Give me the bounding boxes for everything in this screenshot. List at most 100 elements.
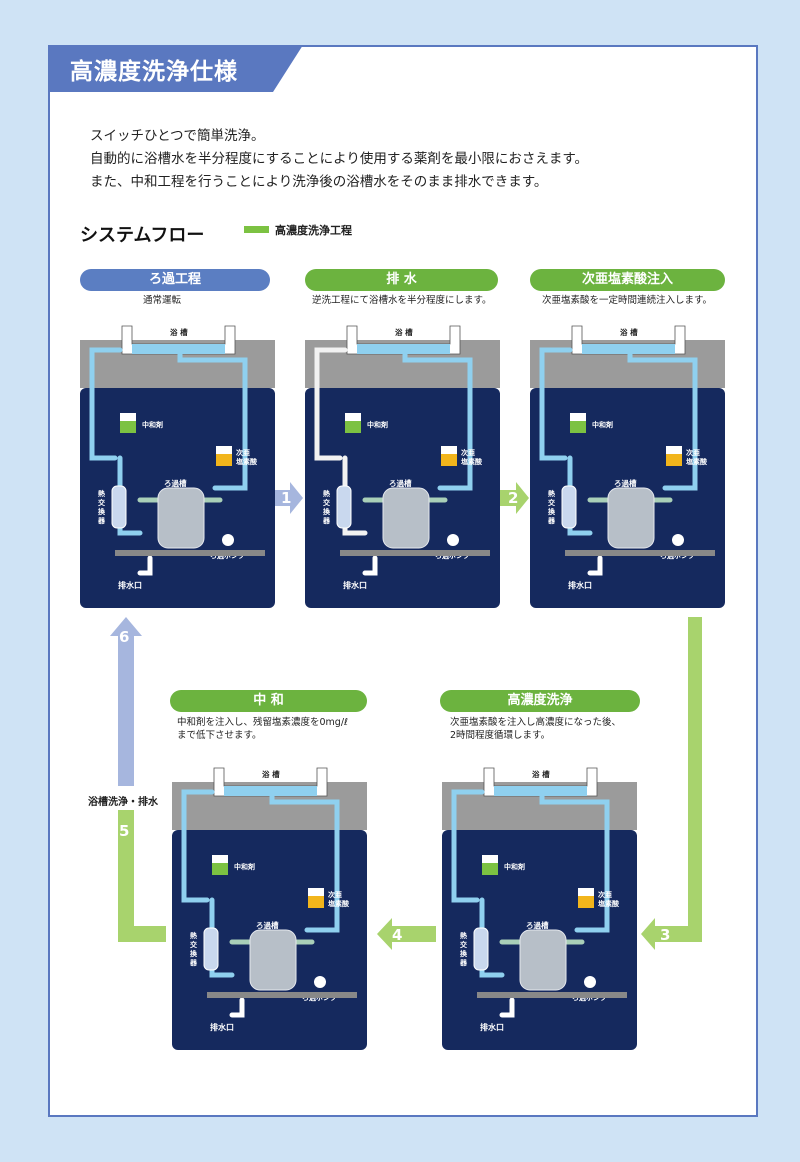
intro-line: スイッチひとつで簡単洗浄。 <box>90 128 265 144</box>
hypochlorite-fill <box>441 454 457 466</box>
pump <box>222 534 234 546</box>
arrow-5 <box>118 810 166 942</box>
hx-label: 器 <box>459 958 468 967</box>
heat-exchanger <box>111 485 127 529</box>
desc-line: 逆洗工程にて浴槽水を半分程度にします。 <box>312 295 492 306</box>
heat-exchanger <box>336 485 352 529</box>
hypochlorite-label: 次亜 <box>686 448 700 457</box>
system-panel-step-1: 浴 槽 中和剤 次亜 塩素酸 熱 交 換 器 ろ過槽 ろ過ポンプ <box>80 325 275 608</box>
tank-label: 浴 槽 <box>620 327 638 337</box>
desc-line: まで低下させます。 <box>177 730 262 741</box>
desc-line: 中和剤を注入し、残留塩素濃度を0mg/ℓ <box>177 717 348 728</box>
filter-tank-label: ろ過槽 <box>389 478 412 488</box>
hx-label: 交 <box>190 940 198 949</box>
neutralizer-label: 中和剤 <box>504 862 525 871</box>
hypochlorite-label: 次亜 <box>598 890 612 899</box>
tank-label: 浴 槽 <box>395 327 413 337</box>
desc-line: 次亜塩素酸を注入し高濃度になった後、 <box>450 717 622 728</box>
arrow-4 <box>377 918 436 950</box>
neutralizer-fill <box>212 863 228 875</box>
drain-label: 排水口 <box>480 1022 504 1032</box>
hx-label: 器 <box>97 516 106 525</box>
hx-label: 器 <box>547 516 556 525</box>
hx-label: 器 <box>322 516 331 525</box>
step-desc: 次亜塩素酸を注入し高濃度になった後、2時間程度循環します。 <box>450 716 621 742</box>
intro-line: また、中和工程を行うことにより洗浄後の浴槽水をそのまま排水できます。 <box>90 174 548 190</box>
neutralizer-label: 中和剤 <box>142 420 163 429</box>
arrow-6-label: 6 <box>119 628 129 646</box>
system-flow-title: システムフロー <box>80 225 205 246</box>
hx-label: 熱 <box>190 931 197 940</box>
pump <box>584 976 596 988</box>
neutralizer-fill <box>345 421 361 433</box>
hx-label: 換 <box>548 507 556 516</box>
arrow-3-label: 3 <box>660 926 670 944</box>
arrow-2 <box>500 482 529 514</box>
hx-label: 換 <box>98 507 106 516</box>
page-title: 高濃度洗浄仕様 <box>70 59 238 85</box>
hypochlorite-label: 塩素酸 <box>328 899 350 908</box>
filter-tank <box>519 929 567 991</box>
pump <box>314 976 326 988</box>
tank-label: 浴 槽 <box>170 327 188 337</box>
tank-label: 浴 槽 <box>262 769 280 779</box>
arrow-6 <box>110 617 142 786</box>
hypochlorite-label: 塩素酸 <box>236 457 258 466</box>
base-rail <box>340 550 490 556</box>
neutralizer-label: 中和剤 <box>592 420 613 429</box>
hx-label: 換 <box>190 949 198 958</box>
base-rail <box>207 992 357 998</box>
heat-exchanger <box>561 485 577 529</box>
pump <box>672 534 684 546</box>
system-panel-step-3: 浴 槽 中和剤 次亜 塩素酸 熱 交 換 器 ろ過槽 ろ過ポンプ <box>530 325 725 608</box>
hx-label: 換 <box>460 949 468 958</box>
intro-text: スイッチひとつで簡単洗浄。 自動的に浴槽水を半分程度にすることにより使用する薬剤… <box>90 125 588 194</box>
desc-line: 次亜塩素酸を一定時間連続注入します。 <box>542 295 713 306</box>
neutralizer-fill <box>570 421 586 433</box>
system-panel-step-5: 浴 槽 中和剤 次亜 塩素酸 熱 交 換 器 ろ過槽 ろ過ポンプ <box>172 767 367 1050</box>
system-panel-step-2: 浴 槽 中和剤 次亜 塩素酸 熱 交 換 器 ろ過槽 ろ過ポンプ <box>305 325 500 608</box>
step-pill-drain: 排 水 <box>305 269 498 291</box>
filter-tank-label: ろ過槽 <box>256 920 279 930</box>
title-tab <box>48 45 303 92</box>
drain-label: 排水口 <box>210 1022 234 1032</box>
hypochlorite-label: 塩素酸 <box>598 899 620 908</box>
step-desc: 中和剤を注入し、残留塩素濃度を0mg/ℓ まで低下させます。 <box>177 716 348 742</box>
hx-label: 熱 <box>98 489 105 498</box>
arrow-1 <box>271 482 303 514</box>
filter-tank-label: ろ過槽 <box>614 478 637 488</box>
filter-tank <box>607 487 655 549</box>
filter-tank-label: ろ過槽 <box>164 478 187 488</box>
step-desc: 次亜塩素酸を一定時間連続注入します。 <box>542 294 712 307</box>
hypochlorite-label: 塩素酸 <box>461 457 483 466</box>
filter-tank <box>157 487 205 549</box>
hypochlorite-fill <box>308 896 324 908</box>
step-pill-hypochlorite: 次亜塩素酸注入 <box>530 269 725 291</box>
hypochlorite-label: 次亜 <box>236 448 250 457</box>
base-rail <box>115 550 265 556</box>
hx-label: 換 <box>323 507 331 516</box>
legend-swatch <box>244 226 269 233</box>
arrow-4-label: 4 <box>392 926 402 944</box>
filter-tank <box>382 487 430 549</box>
arrow-1-label: 1 <box>281 489 291 507</box>
step-pill-filtration: ろ過工程 <box>80 269 270 291</box>
step-pill-high-conc-wash: 高濃度洗浄 <box>440 690 640 712</box>
neutralizer-fill <box>482 863 498 875</box>
hypochlorite-label: 次亜 <box>461 448 475 457</box>
arrow-3 <box>641 617 702 950</box>
heat-exchanger <box>473 927 489 971</box>
system-panel-step-4: 浴 槽 中和剤 次亜 塩素酸 熱 交 換 器 ろ過槽 ろ過ポンプ <box>442 767 637 1050</box>
hx-label: 熱 <box>548 489 555 498</box>
filter-tank <box>249 929 297 991</box>
neutralizer-fill <box>120 421 136 433</box>
hx-label: 熱 <box>460 931 467 940</box>
tank-label: 浴 槽 <box>532 769 550 779</box>
legend-label: 高濃度洗浄工程 <box>275 224 352 237</box>
hx-label: 交 <box>323 498 331 507</box>
drain-label: 排水口 <box>118 580 142 590</box>
step-desc: 逆洗工程にて浴槽水を半分程度にします。 <box>312 294 492 307</box>
base-rail <box>477 992 627 998</box>
hx-label: 交 <box>460 940 468 949</box>
